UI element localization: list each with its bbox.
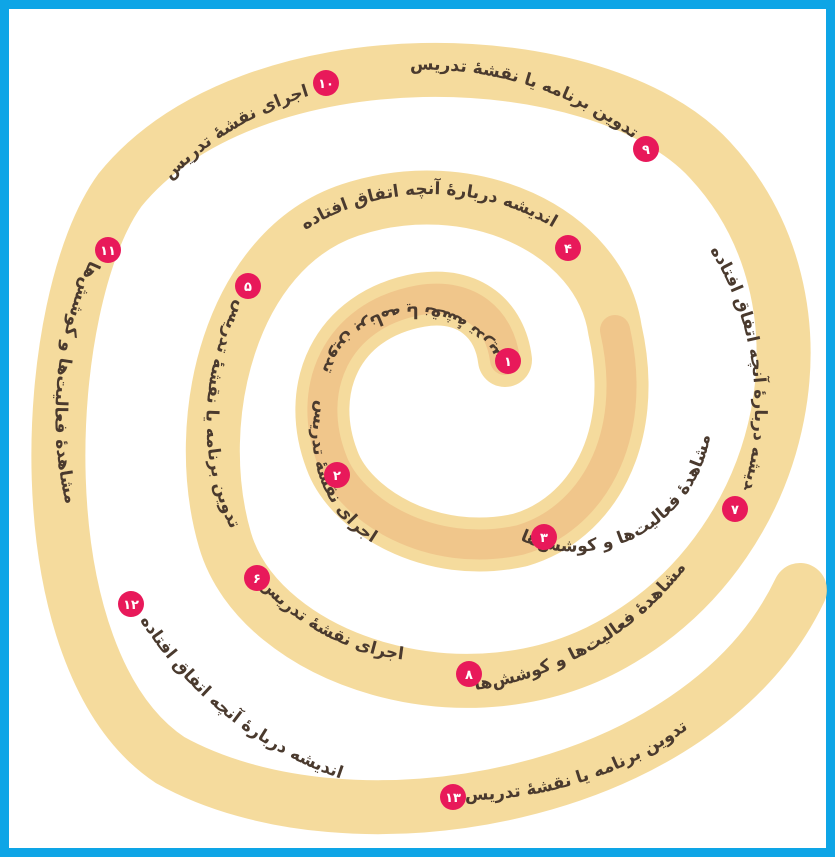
svg-text:۱: ۱: [504, 355, 512, 370]
svg-text:۱۱: ۱۱: [100, 244, 116, 259]
step-1-badge: ۱: [495, 348, 521, 374]
svg-text:۹: ۹: [642, 143, 650, 158]
step-3-badge: ۳: [531, 524, 557, 550]
svg-text:۵: ۵: [244, 280, 252, 295]
step-10-badge: ۱۰: [313, 70, 339, 96]
svg-text:۲: ۲: [333, 469, 341, 484]
step-7-badge: ۷: [722, 496, 748, 522]
step-12-badge: ۱۲: [118, 591, 144, 617]
svg-text:۷: ۷: [731, 503, 739, 518]
svg-text:۳: ۳: [540, 531, 548, 546]
svg-text:۱۲: ۱۲: [123, 598, 139, 613]
svg-text:۶: ۶: [253, 572, 261, 587]
step-4-badge: ۴: [555, 235, 581, 261]
svg-text:۱۳: ۱۳: [445, 791, 461, 806]
step-8-badge: ۸: [456, 661, 482, 687]
svg-text:۱۰: ۱۰: [318, 77, 334, 92]
svg-text:۸: ۸: [465, 668, 473, 683]
svg-text:۴: ۴: [564, 242, 572, 257]
step-2-badge: ۲: [324, 462, 350, 488]
step-9-badge: ۹: [633, 136, 659, 162]
step-11-badge: ۱۱: [95, 237, 121, 263]
step-6-badge: ۶: [244, 565, 270, 591]
step-5-badge: ۵: [235, 273, 261, 299]
step-13-badge: ۱۳: [440, 784, 466, 810]
